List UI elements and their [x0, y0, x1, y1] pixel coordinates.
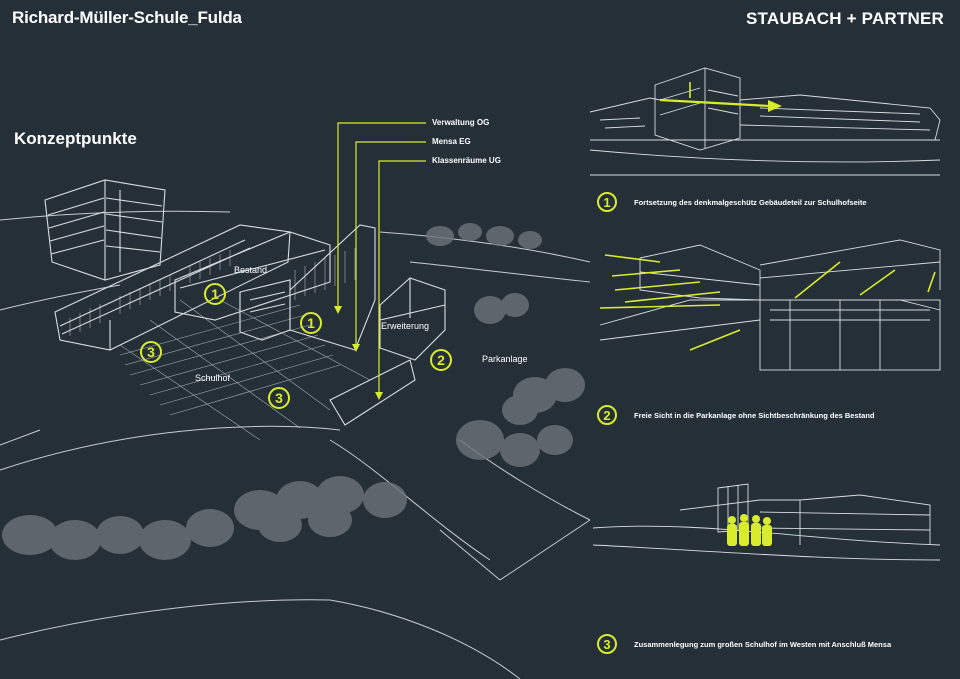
caption-1-text: Fortsetzung des denkmalgeschütz Gebäudet… — [634, 198, 867, 207]
caption-3-text: Zusammenlegung zum großen Schulhof im We… — [634, 640, 892, 649]
label-bestand: Bestand — [234, 265, 268, 275]
marker-1-bestand: 1 — [204, 283, 226, 305]
caption-2-marker: 2 — [597, 405, 617, 425]
page-title: Richard-Müller-Schule_Fulda — [12, 8, 242, 27]
marker-3-schulhof-west: 3 — [140, 341, 162, 363]
marker-2-parkanlage: 2 — [430, 349, 452, 371]
legend-klassenraeume: Klassenräume UG — [432, 156, 501, 165]
marker-1-erweiterung: 1 — [300, 312, 322, 334]
caption-2-text: Freie Sicht in die Parkanlage ohne Sicht… — [634, 411, 875, 420]
brand-name: STAUBACH + PARTNER — [745, 9, 944, 28]
section-title: Konzeptpunkte — [14, 129, 137, 148]
legend-verwaltung: Verwaltung OG — [432, 118, 490, 127]
caption-3-marker: 3 — [597, 634, 617, 654]
marker-3-schulhof: 3 — [268, 387, 290, 409]
label-schulhof: Schulhof — [195, 373, 231, 383]
label-erweiterung: Erweiterung — [381, 321, 430, 331]
label-parkanlage: Parkanlage — [482, 354, 528, 364]
legend-mensa: Mensa EG — [432, 137, 471, 146]
caption-1-marker: 1 — [597, 192, 617, 212]
